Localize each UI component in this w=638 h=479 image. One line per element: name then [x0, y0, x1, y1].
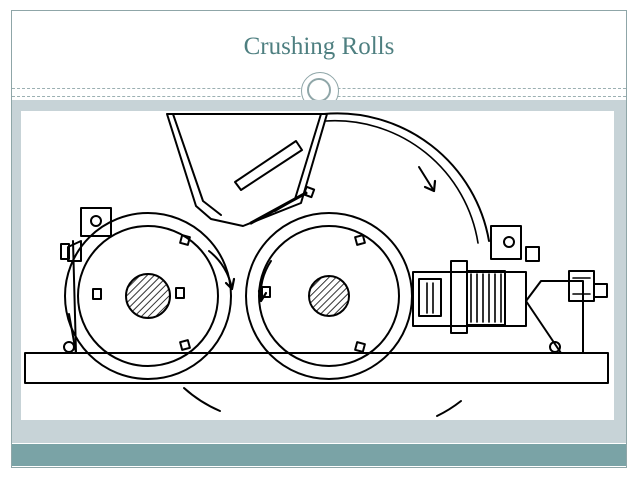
left-crushing-roll [64, 212, 236, 380]
machine-frame [24, 207, 609, 384]
footer-band [12, 444, 626, 466]
title-ornament-inner-circle [307, 78, 331, 102]
slide-title: Crushing Rolls [243, 33, 395, 60]
crushing-rolls-diagram [21, 111, 614, 420]
spring-tension-assembly [412, 260, 608, 334]
right-crushing-roll [245, 212, 413, 380]
flywheel-guard [183, 112, 490, 417]
feed-hopper [166, 113, 328, 227]
